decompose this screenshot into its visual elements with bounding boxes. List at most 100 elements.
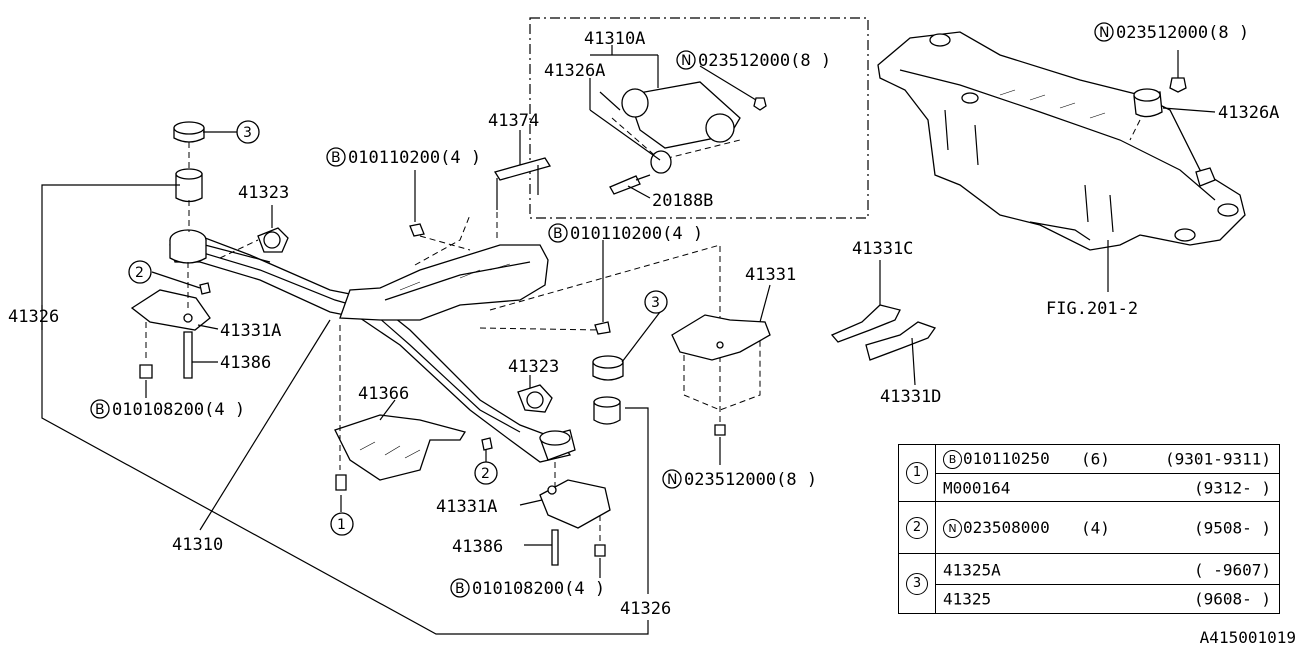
legend-part-number: M000164 <box>943 478 1011 498</box>
label-010110200-mid: 010110200(4 ) <box>570 224 703 244</box>
callout-3-mid: 3 <box>651 295 660 311</box>
label-41310A: 41310A <box>584 29 645 49</box>
label-41331A-left: 41331A <box>220 321 281 341</box>
label-010110200-upper: 010110200(4 ) <box>348 148 481 168</box>
legend-date-range: (9608- ) <box>1193 589 1271 609</box>
label-41326A-right: 41326A <box>1218 103 1279 123</box>
guide-lines <box>414 214 471 266</box>
leader-lines <box>41 130 916 635</box>
legend-quantity: (4) <box>1081 518 1110 538</box>
bolt-prefix-circle <box>450 578 470 598</box>
leader <box>589 109 661 161</box>
callout-1: 1 <box>337 517 346 533</box>
label-023512000-right: 023512000(8 ) <box>1116 23 1249 43</box>
callout-2-left: 2 <box>135 265 144 281</box>
label-41331: 41331 <box>745 265 796 285</box>
nut-prefix-circle <box>1094 22 1114 42</box>
callout-3-upper-circle <box>236 120 260 144</box>
inset-frame <box>529 17 869 219</box>
label-group: 41310A 41326A N 023512000(8 ) 20188B 413… <box>8 22 1279 619</box>
bracket-41366 <box>334 325 467 491</box>
legend-date-range: ( -9607) <box>1193 560 1271 580</box>
nut-prefix: N <box>943 519 962 538</box>
legend-part-number: 010110250 <box>963 449 1050 468</box>
callout-3-upper: 3 <box>243 125 252 141</box>
legend-sub-row: 41325 (9608- ) <box>935 584 1279 613</box>
guide-lines <box>479 327 601 331</box>
bolt-prefix-circle <box>548 223 568 243</box>
bolt-prefix: B <box>553 226 563 242</box>
nut-prefix-circle <box>662 469 682 489</box>
legend-row-number: 3 <box>899 554 936 614</box>
label-023512000-inset: 023512000(8 ) <box>698 51 831 71</box>
callout-3-mid-circle <box>644 290 668 314</box>
label-41331D: 41331D <box>880 387 941 407</box>
bracket-41331C <box>830 304 901 343</box>
bolt-prefix: B <box>455 581 465 597</box>
subframe-fig201-2 <box>877 31 1246 292</box>
label-41323-upper: 41323 <box>238 183 289 203</box>
legend-row-3: 3 41325A ( -9607) 41325 (9608- ) <box>899 553 1279 614</box>
callout-2-mid: 2 <box>481 466 490 482</box>
callout-2-mid-circle <box>474 461 498 485</box>
legend-row-number: 2 <box>899 502 936 554</box>
leader <box>699 65 757 101</box>
bracket-41331D <box>865 321 937 361</box>
legend-number-2: 2 <box>906 517 928 539</box>
guide-lines <box>489 244 721 430</box>
label-41326A-inset: 41326A <box>544 61 605 81</box>
legend-quantity: (6) <box>1081 449 1110 469</box>
label-41331A-right: 41331A <box>436 497 497 517</box>
bracket-41331A-right <box>539 462 611 566</box>
nut-prefix: N <box>681 53 691 69</box>
document-id: A415001019 <box>1199 628 1296 647</box>
legend-date-range: (9508- ) <box>1193 518 1271 538</box>
label-41310: 41310 <box>172 535 223 555</box>
bushing-41326-right <box>539 355 624 461</box>
crossmember-41310 <box>169 229 572 463</box>
label-010108200-right: 010108200(4 ) <box>472 579 605 599</box>
bracket-41331 <box>671 314 771 436</box>
callout-2-left-circle <box>128 260 152 284</box>
label-41366: 41366 <box>358 384 409 404</box>
legend-sub-row: M000164 (9312- ) <box>935 473 1279 502</box>
label-41386-left: 41386 <box>220 353 271 373</box>
bolt-prefix: B <box>331 150 341 166</box>
legend-part-number: 023508000 <box>963 518 1050 537</box>
legend-number-1: 1 <box>906 462 928 484</box>
label-fig-201-2: FIG.201-2 <box>1046 299 1138 319</box>
label-41323-lower: 41323 <box>508 357 559 377</box>
leader <box>627 185 651 199</box>
label-41326-bottom: 41326 <box>620 599 671 619</box>
label-010108200-left: 010108200(4 ) <box>112 400 245 420</box>
legend-row-number: 1 <box>899 445 936 501</box>
label-41331C: 41331C <box>852 239 913 259</box>
label-41374: 41374 <box>488 111 539 131</box>
bushing-41326A-right <box>1129 50 1216 141</box>
label-20188B: 20188B <box>652 191 713 211</box>
nut-prefix: N <box>667 472 677 488</box>
label-023512000-mid: 023512000(8 ) <box>684 470 817 490</box>
bolt-prefix: B <box>943 450 962 469</box>
bushing-41326-left <box>173 121 205 232</box>
legend-part-number: 41325A <box>943 560 1001 580</box>
nut-prefix-circle <box>676 50 696 70</box>
bolt-prefix-circle <box>90 399 110 419</box>
bracket-41331A-left <box>130 262 211 379</box>
legend-part-number: 41325 <box>943 589 992 609</box>
legend-sub-row: 41325A ( -9607) <box>935 556 1279 584</box>
legend-number-3: 3 <box>906 573 928 595</box>
legend-date-range: (9301-9311) <box>1165 449 1271 469</box>
bolt-prefix: B <box>95 402 105 418</box>
bracket-41374 <box>409 157 552 251</box>
callout-1-circle <box>330 512 354 536</box>
mount-41323-lower <box>481 384 553 451</box>
bushing-bracket-41310A <box>599 81 767 195</box>
nut-prefix: N <box>1099 25 1109 41</box>
